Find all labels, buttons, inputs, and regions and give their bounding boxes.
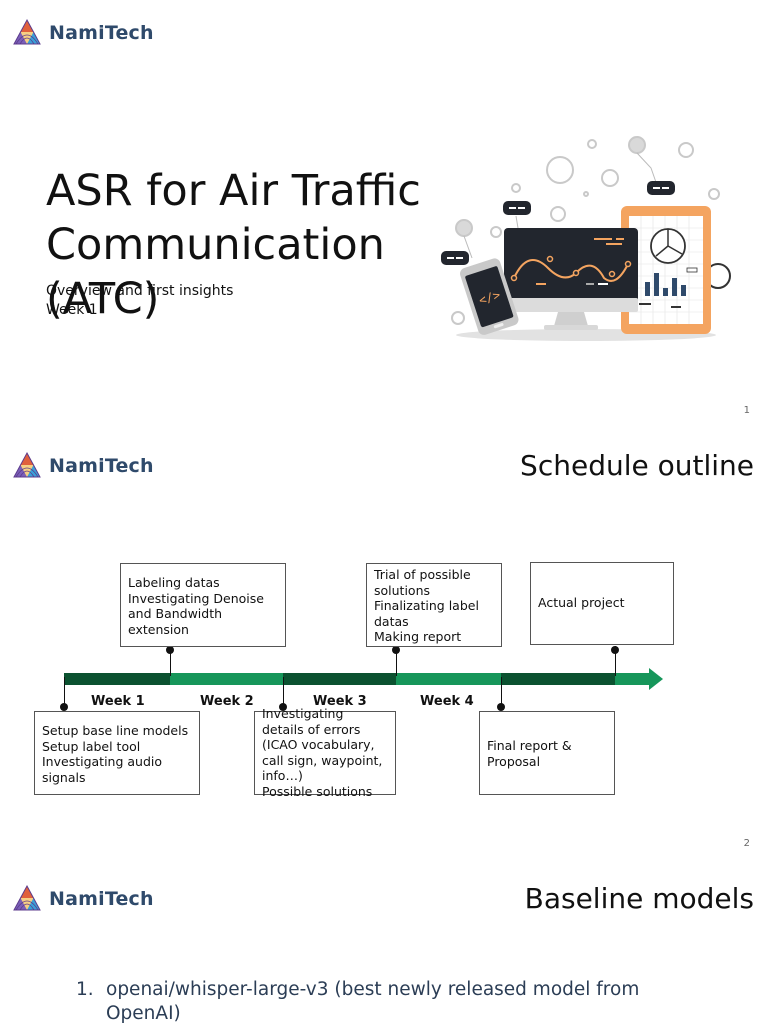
brand-logo: NamiTech [12,884,154,914]
page-number: 1 [743,405,750,416]
connector-dot [497,703,505,711]
slide-2: NamiTech Schedule outline Week 1 Week 2 … [0,433,768,865]
milestone-line: Investigating audio [42,754,163,769]
list-item-number: 1. [76,979,94,1000]
connector-dot [611,646,619,654]
week-label-3: Week 3 [313,694,367,709]
presentation-subtitle: Overview and first insights Week 1 [46,282,233,320]
week-label-1: Week 1 [91,694,145,709]
slide-title: Schedule outline [520,449,754,482]
subtitle-line-1: Overview and first insights [46,283,234,299]
timeline-segment-week-2 [170,673,283,685]
week-label-4: Week 4 [420,694,474,709]
schedule-timeline: Week 1 Week 2 Week 3 Week 4 Labeling dat… [0,433,768,865]
milestone-box-week-2: Labeling datas Investigating Denoise and… [120,563,286,647]
svg-text:</>: </> [477,288,502,308]
brand-name: NamiTech [49,455,154,477]
milestone-line: Proposal [487,753,541,769]
milestone-line: Investigating [262,706,344,721]
namitech-logo-icon [13,18,41,45]
subtitle-line-2: Week 1 [46,302,98,318]
timeline-segment-future [615,673,651,685]
milestone-box-week-4: Trial of possible solutions Finalizating… [366,563,502,647]
brand-name: NamiTech [49,888,154,910]
connector-dot [60,703,68,711]
connector-line [283,677,284,707]
slide-1: NamiTech ASR for Air Traffic Communicati… [0,0,768,432]
connector-dot [166,646,174,654]
milestone-line: Final report & [487,738,572,753]
milestone-box-week-1: Setup base line models Setup label tool … [34,711,200,795]
timeline-segment-week-3 [283,673,396,685]
connector-line [64,677,65,707]
milestone-line: datas [374,613,409,629]
milestone-line: and Bandwidth [128,606,223,621]
list-item: openai/whisper-large-v3 (best newly rele… [106,979,640,1024]
week-label-2: Week 2 [200,694,254,709]
connector-line [396,646,397,676]
brand-name: NamiTech [49,22,154,44]
brand-logo: NamiTech [12,451,154,481]
milestone-line: Labeling datas [128,575,220,590]
milestone-box-actual-project: Actual project [530,562,674,645]
presentation-title: ASR for Air Traffic Communication (ATC) [46,166,421,324]
computer-analytics-illustration: </> [441,136,731,341]
timeline-segment-week-1 [64,673,170,685]
milestone-line: Possible solutions [262,783,373,799]
milestone-line: Making report [374,629,462,644]
milestone-line: solutions [374,582,431,598]
connector-line [615,646,616,676]
milestone-line: Actual project [538,595,625,610]
slide-title: Baseline models [524,882,754,915]
milestone-line: (ICAO vocabulary, [262,737,375,752]
milestone-line: details of errors [262,721,361,737]
namitech-logo-icon [13,884,41,911]
connector-dot [392,646,400,654]
timeline-segment-actual [501,673,615,685]
milestone-line: info…) [262,768,303,783]
timeline-segment-week-4 [396,673,501,685]
milestone-line: extension [128,621,189,637]
timeline-arrow-icon [649,668,663,690]
milestone-line: call sign, waypoint, [262,752,383,768]
milestone-line: Finalizating label [374,598,479,613]
connector-line [501,677,502,707]
milestone-line: Investigating Denoise [128,590,264,606]
milestone-line: Trial of possible [374,567,471,582]
milestone-box-week-3: Investigating details of errors (ICAO vo… [254,706,396,799]
brand-logo: NamiTech [12,18,154,48]
milestone-line: signals [42,769,86,785]
milestone-line: Setup label tool [42,738,141,754]
milestone-box-final-report: Final report & Proposal [479,711,615,795]
connector-dot [279,703,287,711]
connector-line [170,646,171,676]
namitech-logo-icon [13,451,41,478]
slide-3: NamiTech Baseline models 1. openai/whisp… [0,866,768,1024]
page-number: 2 [743,838,750,849]
milestone-line: Setup base line models [42,723,189,738]
